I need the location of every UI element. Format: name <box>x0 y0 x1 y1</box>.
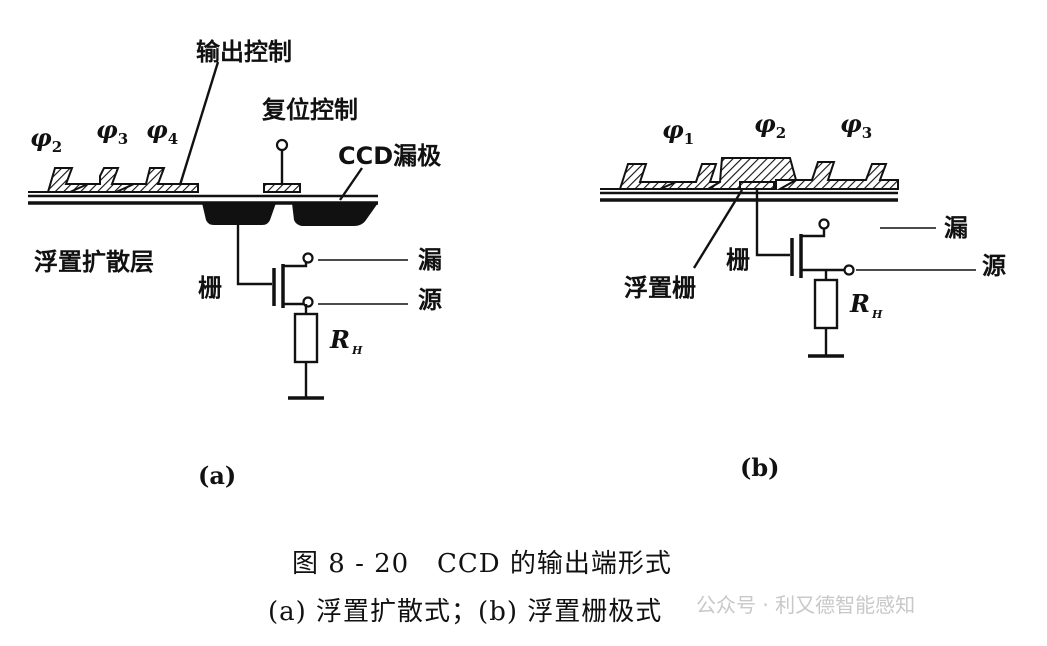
ccd-drain-leader <box>339 167 363 201</box>
drain-label-a: 漏 <box>418 246 442 274</box>
output-control-label: 输出控制 <box>196 38 292 66</box>
mosfet-drain-lead-b <box>801 228 826 238</box>
gate-electrodes-a <box>28 167 301 193</box>
gate-label-a: 栅 <box>198 274 222 302</box>
panel-a-label: (a) <box>198 461 236 490</box>
phase-a-2: φ3 <box>96 115 128 148</box>
floating-gate-leader <box>692 189 744 269</box>
reset-control-label: 复位控制 <box>261 96 358 124</box>
phase-a-3: φ4 <box>146 115 178 148</box>
phase-b-3: φ3 <box>840 109 872 142</box>
source-label-a: 源 <box>418 286 442 314</box>
source-terminal-b <box>843 264 855 276</box>
phase-b-2: φ2 <box>754 109 786 142</box>
ccd-drain-label: CCD漏极 <box>338 142 441 170</box>
floating-gate-label: 浮置栅 <box>624 274 696 302</box>
fd-to-gate-wire <box>236 225 272 286</box>
figure-caption-subtitle: (a) 浮置扩散式；(b) 浮置栅极式 <box>268 597 662 627</box>
floating-gate <box>739 181 775 190</box>
watermark-text: 公众号 · 利又德智能感知 <box>696 593 915 617</box>
panel-b-label: (b) <box>740 453 780 482</box>
floating-diffusion-well <box>202 203 276 225</box>
reset-control-terminal <box>275 138 289 152</box>
drain-terminal-a <box>302 252 314 264</box>
ccd-drain-well <box>292 203 378 226</box>
gate-label-b: 栅 <box>726 246 750 274</box>
figure-caption-title: 图 8 - 20 CCD 的输出端形式 <box>292 549 672 579</box>
source-label-b: 源 <box>982 252 1006 280</box>
floating-diffusion-label: 浮置扩散层 <box>34 248 154 276</box>
phase-a-1: φ2 <box>30 123 62 156</box>
output-control-leader <box>178 61 220 186</box>
drain-label-b: 漏 <box>944 214 968 242</box>
drain-terminal-b <box>818 218 830 230</box>
fg-to-gate-wire <box>755 189 790 257</box>
resistor-rh-a <box>293 312 319 364</box>
resistor-rh-b <box>813 278 839 330</box>
phase-b-1: φ1 <box>662 115 694 148</box>
